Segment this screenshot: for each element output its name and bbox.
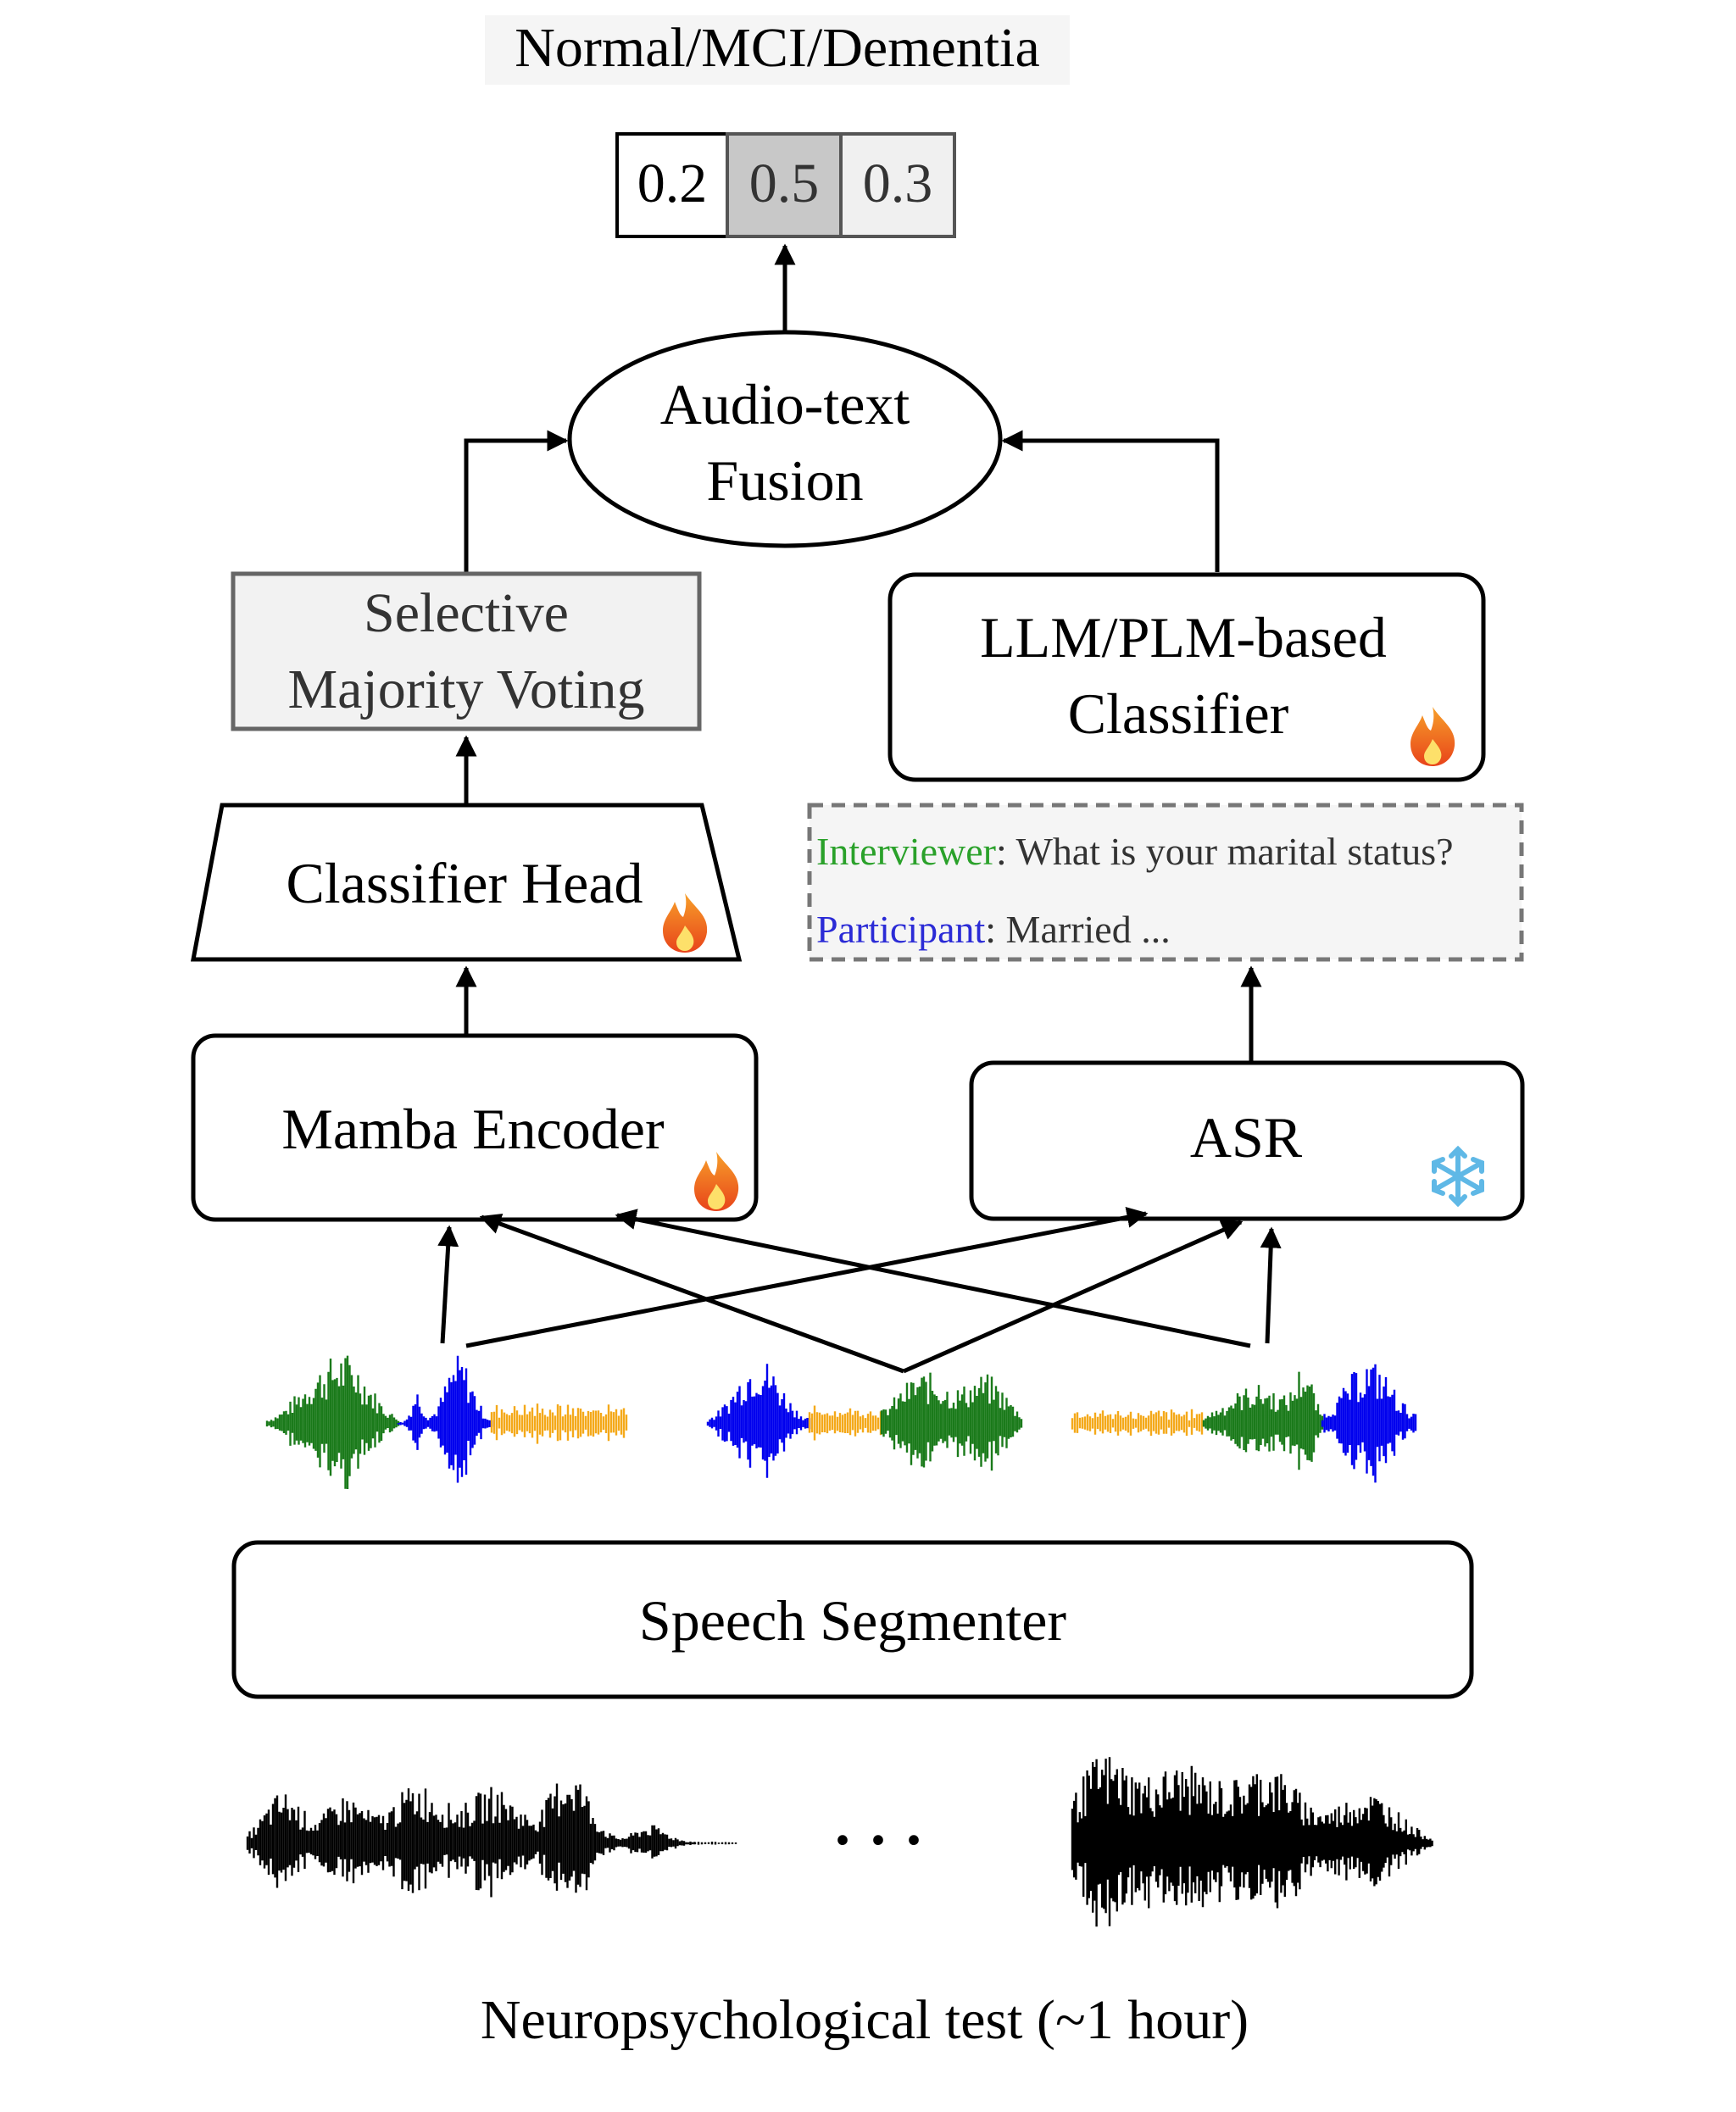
arrow-seg2-to-encoder xyxy=(479,1213,904,1374)
fusion-node xyxy=(567,330,1003,548)
probability-bar: 0.2 0.5 0.3 xyxy=(615,132,956,238)
fire-icon xyxy=(694,1152,739,1211)
segment-3-participant-wave xyxy=(1321,1364,1417,1483)
segmented-speech-waveforms xyxy=(265,1355,1417,1489)
arrow-seg1-to-asr xyxy=(465,1207,1149,1348)
arrow-seg3-to-asr xyxy=(1260,1226,1282,1344)
llm-label-line1: LLM/PLM-based xyxy=(980,605,1387,670)
fusion-label-line2: Fusion xyxy=(706,448,863,513)
segment-1-participant-wave xyxy=(397,1355,493,1483)
arrow-seg2-to-asr xyxy=(902,1220,1244,1374)
segment-3-interviewer-wave xyxy=(1202,1371,1324,1470)
transcript-box xyxy=(807,803,1524,962)
raw-wave-left-tail xyxy=(693,1842,737,1845)
probability-mci: 0.5 xyxy=(749,153,820,214)
utterance-interviewer: : What is your marital status? xyxy=(996,830,1454,873)
fire-icon xyxy=(1410,707,1455,766)
probability-dementia: 0.3 xyxy=(863,153,933,214)
raw-wave-right xyxy=(1071,1757,1433,1927)
arrow-seg1-to-encoder xyxy=(437,1225,459,1344)
segment-routing-arrows xyxy=(437,1207,1282,1374)
segment-2-interviewer-wave xyxy=(880,1372,1023,1471)
fire-icon xyxy=(663,893,708,953)
segment-3-other-wave xyxy=(1071,1409,1204,1437)
llm-classifier-box xyxy=(887,572,1486,782)
utterance-participant: : Married ... xyxy=(985,908,1170,951)
transcript-line-participant: Participant: Married ... xyxy=(816,908,1171,951)
probability-normal: 0.2 xyxy=(637,153,708,214)
segment-1-other-wave xyxy=(490,1403,628,1444)
segment-2-other-wave xyxy=(808,1405,882,1441)
voting-box xyxy=(231,571,702,731)
ellipsis: · · · xyxy=(832,1806,924,1874)
probability-cell-normal xyxy=(615,132,729,238)
segment-2-participant-wave xyxy=(706,1364,811,1478)
asr-box xyxy=(969,1060,1525,1221)
mamba-encoder-label: Mamba Encoder xyxy=(281,1097,665,1161)
speech-segmenter-box xyxy=(231,1540,1474,1699)
transcript-line-interviewer: Interviewer: What is your marital status… xyxy=(816,830,1454,873)
probability-cell-dementia xyxy=(839,132,956,238)
speaker-participant: Participant xyxy=(816,908,985,951)
raw-wave-left xyxy=(246,1783,696,1898)
arrow-llm-to-fusion xyxy=(1001,430,1220,572)
arrow-seg3-to-encoder xyxy=(615,1209,1251,1348)
classifier-head-label: Classifier Head xyxy=(286,851,643,915)
output-title: Normal/MCI/Dementia xyxy=(515,17,1040,79)
fusion-label-line1: Audio-text xyxy=(660,372,910,436)
output-title-background xyxy=(485,15,1070,85)
raw-recording-waveforms xyxy=(246,1757,1433,1927)
probability-cell-mci xyxy=(726,132,843,238)
classifier-head-box xyxy=(190,803,743,962)
voting-label-line1: Selective xyxy=(364,582,569,644)
caption: Neuropsychological test (~1 hour) xyxy=(481,1989,1249,2051)
arrow-voting-to-fusion xyxy=(464,430,569,572)
segment-1-interviewer-wave xyxy=(265,1355,400,1489)
speaker-interviewer: Interviewer xyxy=(816,830,996,873)
mamba-encoder-box xyxy=(191,1033,759,1222)
llm-label-line2: Classifier xyxy=(1068,681,1289,746)
speech-segmenter-label: Speech Segmenter xyxy=(639,1588,1067,1653)
snowflake-icon xyxy=(1432,1145,1484,1208)
asr-label: ASR xyxy=(1190,1105,1303,1170)
voting-label-line2: Majority Voting xyxy=(287,659,644,720)
